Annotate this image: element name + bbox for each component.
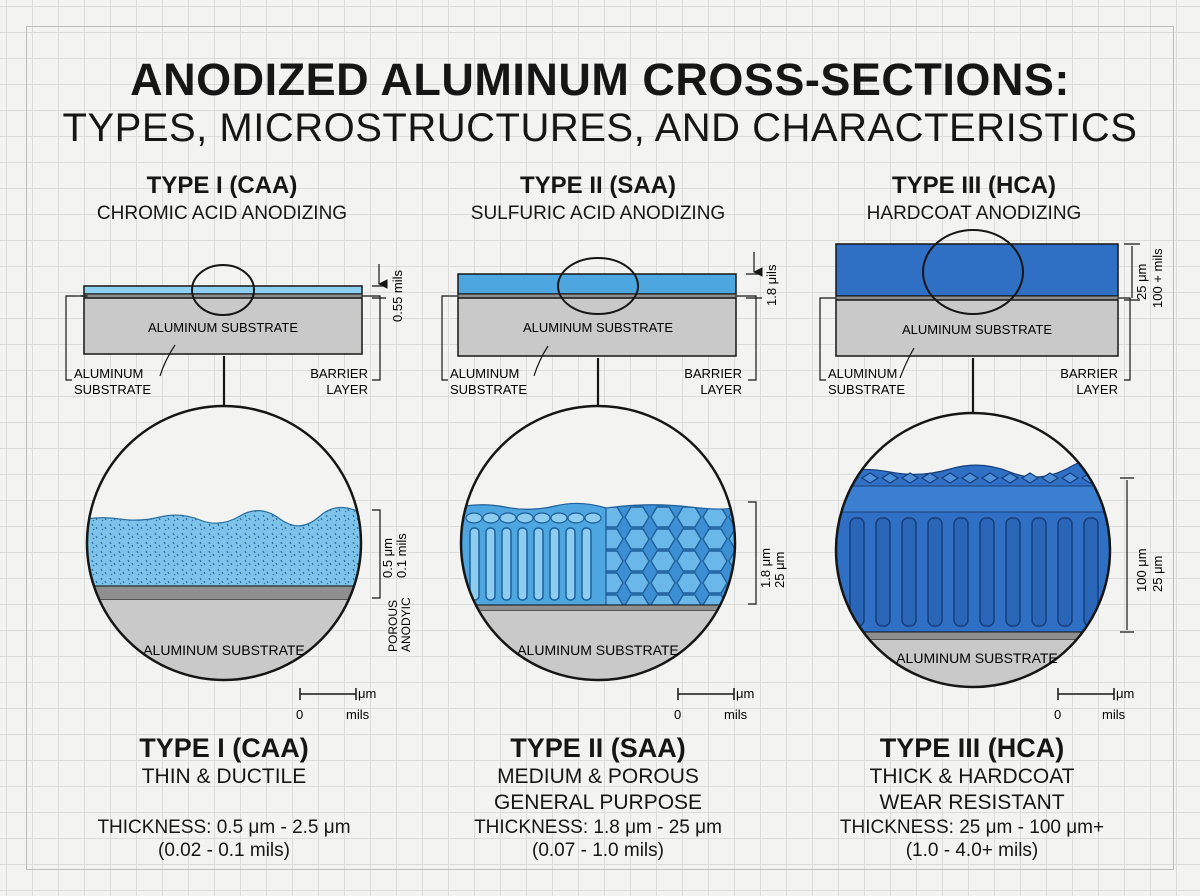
- panel-1-thickness: THICKNESS: 0.5 μm - 2.5 μm: [97, 817, 351, 838]
- panel-1-detail-barrier: [87, 585, 361, 601]
- panel-1-substrate: [83, 297, 363, 355]
- panel-1-detail-circle: [85, 404, 363, 682]
- panel-1-footer: TYPE I (CAA) THIN & DUCTILE THICKNESS: 0…: [44, 733, 404, 862]
- panel-1-scale-alt-unit: mils: [346, 707, 370, 722]
- panel-3-right-callout-line2: LAYER: [1076, 382, 1118, 397]
- panel-2-detail: ALUMINUM SUBSTRATE 1.8 μm 25 μm μm 0 mil…: [459, 404, 787, 722]
- panel-2-scale-unit: μm: [736, 686, 754, 701]
- panel-1-side-label-line1: POROUS: [386, 600, 400, 652]
- panel-3-footer-desc-1: THICK & HARDCOAT: [869, 765, 1075, 788]
- panel-3-detail-dim-line1: 100 μm: [1134, 548, 1149, 592]
- panel-2-top-dimension: 1.8 μils: [764, 264, 779, 306]
- main-title: ANODIZED ALUMINUM CROSS-SECTIONS:: [130, 54, 1070, 105]
- panel-3-detail: ALUMINUM SUBSTRATE 100 μm 25 μm μm 0 mil…: [834, 411, 1165, 722]
- panel-2-detail-circle: [459, 404, 737, 682]
- panel-3-overview: ALUMINUM SUBSTRATE ALUMINUM SUBSTRATE BA…: [819, 229, 1165, 435]
- panel-1-right-callout-line2: LAYER: [326, 382, 368, 397]
- panel-2-zoom-circle: [557, 257, 639, 315]
- panel-3-detail-circle: [834, 411, 1112, 689]
- panel-2-left-callout-line1: ALUMINUM: [450, 366, 519, 381]
- panel-2-overview: ALUMINUM SUBSTRATE ALUMINUM SUBSTRATE BA…: [441, 252, 779, 427]
- panel-3-substrate-label: ALUMINUM SUBSTRATE: [902, 322, 1052, 337]
- panel-2-footer-desc-2: GENERAL PURPOSE: [493, 791, 703, 814]
- panel-3-detail-substrate-label: ALUMINUM SUBSTRATE: [896, 650, 1058, 666]
- panel-3-left-callout-line1: ALUMINUM: [828, 366, 897, 381]
- panel-2-coating-layer: [457, 273, 737, 295]
- subtitle: TYPES, MICROSTRUCTURES, AND CHARACTERIST…: [62, 106, 1138, 150]
- panel-2-detail-substrate-label: ALUMINUM SUBSTRATE: [517, 642, 679, 658]
- panel-2-substrate-label: ALUMINUM SUBSTRATE: [523, 320, 673, 335]
- panel-3-thickness: THICKNESS: 25 μm - 100 μm+: [839, 817, 1105, 838]
- panel-1-porous-layer: [87, 506, 361, 587]
- panel-3-heading: TYPE III (HCA): [891, 172, 1056, 199]
- panel-2-footer-desc-1: MEDIUM & POROUS: [497, 765, 699, 788]
- panel-2-thickness: THICKNESS: 1.8 μm - 25 μm: [474, 817, 722, 838]
- panel-1-right-callout-line1: BARRIER: [310, 366, 368, 381]
- panel-3-scale-bar: [1057, 688, 1115, 700]
- panel-1-overview: ALUMINUM SUBSTRATE ALUMINUM SUBSTRATE BA…: [65, 264, 405, 427]
- panel-2-scale-bar: [677, 688, 735, 700]
- panel-2-scale-alt-unit: mils: [724, 707, 748, 722]
- panel-1-scale-zero: 0: [296, 707, 303, 722]
- panel-1-detail-dim-line2: 0.1 mils: [394, 533, 409, 578]
- panel-1-footer-desc-1: THIN & DUCTILE: [141, 765, 307, 788]
- panel-3-scale-unit: μm: [1116, 686, 1134, 701]
- panel-1-detail-substrate-label: ALUMINUM SUBSTRATE: [143, 642, 305, 658]
- panel-2-thickness-mils: (0.07 - 1.0 mils): [532, 840, 664, 861]
- panel-1-left-callout-line2: SUBSTRATE: [74, 382, 151, 397]
- panel-3-footer: TYPE III (HCA) THICK & HARDCOAT WEAR RES…: [792, 733, 1152, 862]
- panel-2-footer: TYPE II (SAA) MEDIUM & POROUS GENERAL PU…: [418, 733, 778, 862]
- panel-2-right-callout-line2: LAYER: [700, 382, 742, 397]
- panel-2-substrate: [457, 297, 737, 357]
- panel-3-footer-desc-2: WEAR RESISTANT: [879, 791, 1065, 814]
- panel-2-right-callout-line1: BARRIER: [684, 366, 742, 381]
- panel-1-footer-spacer: [44, 790, 404, 816]
- panel-1-detail-dim-line1: 0.5 μm: [380, 538, 395, 578]
- panel-2-scale-zero: 0: [674, 707, 681, 722]
- panel-3-left-callout-line2: SUBSTRATE: [828, 382, 905, 397]
- panel-3-zoom-circle: [922, 229, 1024, 315]
- panel-3-scale-zero: 0: [1054, 707, 1061, 722]
- panel-3-top-dimension-line2: 100 + mils: [1150, 248, 1165, 308]
- panel-3-scale-alt-unit: mils: [1102, 707, 1126, 722]
- panel-1-thickness-mils: (0.02 - 0.1 mils): [158, 840, 290, 861]
- panel-3-coating-layer: [835, 243, 1119, 297]
- panel-1-detail: ALUMINUM SUBSTRATE 0.5 μm 0.1 mils POROU…: [85, 404, 413, 722]
- panel-2-detail-dim-line2: 25 μm: [772, 552, 787, 588]
- panel-1-left-callout-line1: ALUMINUM: [74, 366, 143, 381]
- panel-2-hex-cells: [605, 504, 735, 606]
- panel-3-hardcoat-layer: [836, 458, 1110, 633]
- panel-1-zoom-circle: [191, 264, 255, 316]
- panel-1-footer-heading: TYPE I (CAA): [139, 733, 309, 763]
- panel-1-top-dimension: 0.55 mils: [390, 269, 405, 322]
- panel-2-header: TYPE II (SAA) SULFURIC ACID ANODIZING: [428, 172, 768, 225]
- panel-1-substrate-label: ALUMINUM SUBSTRATE: [148, 320, 298, 335]
- panel-3-thickness-mils: (1.0 - 4.0+ mils): [905, 840, 1039, 861]
- panel-3-substrate: [835, 299, 1119, 357]
- panel-3-detail-substrate: [836, 640, 1110, 687]
- panel-2-footer-heading: TYPE II (SAA): [510, 733, 686, 763]
- panel-2-process: SULFURIC ACID ANODIZING: [470, 203, 726, 224]
- panel-1-process: CHROMIC ACID ANODIZING: [96, 203, 348, 224]
- panel-3-process: HARDCOAT ANODIZING: [866, 203, 1082, 224]
- panel-2-left-callout-line2: SUBSTRATE: [450, 382, 527, 397]
- panel-2-detail-dim-line1: 1.8 μm: [758, 548, 773, 588]
- panel-3-top-dimension-line1: 25 μm: [1134, 264, 1149, 300]
- panel-3-header: TYPE III (HCA) HARDCOAT ANODIZING: [804, 172, 1144, 225]
- panel-1-scale-unit: μm: [358, 686, 376, 701]
- panel-1-heading: TYPE I (CAA): [146, 172, 298, 199]
- panel-3-footer-heading: TYPE III (HCA): [879, 733, 1065, 763]
- panel-1-header: TYPE I (CAA) CHROMIC ACID ANODIZING: [52, 172, 392, 225]
- drawing-frame: [26, 26, 1174, 870]
- panel-1-scale-bar: [299, 688, 357, 700]
- panel-1-coating-layer: [83, 285, 363, 295]
- panel-1-side-label-line2: ANODYIC: [399, 597, 413, 652]
- panel-3-right-callout-line1: BARRIER: [1060, 366, 1118, 381]
- panel-3-detail-dim-line2: 25 μm: [1150, 556, 1165, 592]
- panel-2-heading: TYPE II (SAA): [519, 172, 676, 199]
